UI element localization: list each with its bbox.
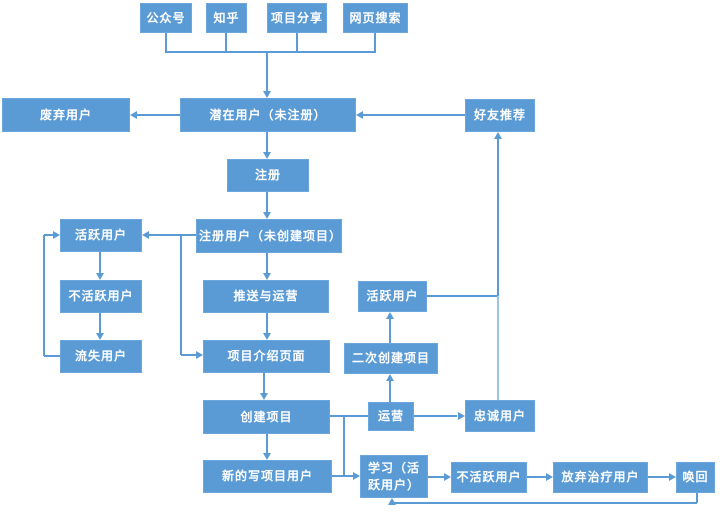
node-create-project[interactable]: 创建项目	[203, 400, 330, 434]
connector-line	[343, 416, 345, 476]
connector-arrowhead	[356, 111, 363, 119]
connector-arrowhead	[386, 312, 394, 319]
connector-line	[527, 476, 546, 478]
connector-line	[44, 355, 60, 357]
connector-line	[296, 33, 298, 52]
connector-arrowhead	[96, 273, 104, 280]
node-abandoned-users[interactable]: 废弃用户	[2, 98, 130, 132]
node-registered-users-no-project[interactable]: 注册用户（未创建项目）	[196, 219, 342, 253]
connector-arrowhead	[388, 498, 396, 505]
connector-line	[99, 252, 101, 273]
connector-line	[99, 313, 101, 333]
connector-line	[389, 319, 391, 343]
connector-line	[263, 373, 265, 393]
connector-arrowhead	[263, 212, 271, 219]
connector-arrowhead	[546, 473, 553, 481]
connector-arrowhead	[444, 473, 451, 481]
connector-arrowhead	[196, 351, 203, 359]
node-web-search[interactable]: 网页搜索	[343, 3, 408, 33]
node-active-users-right[interactable]: 活跃用户	[358, 281, 427, 312]
connector-line	[391, 502, 697, 504]
connector-arrowhead	[494, 132, 502, 139]
connector-line	[165, 33, 167, 52]
connector-line	[43, 235, 45, 356]
connector-line	[374, 33, 376, 52]
connector-line	[648, 476, 669, 478]
node-learning-active-users[interactable]: 学习（活跃用户）	[360, 455, 428, 498]
connector-arrowhead	[96, 333, 104, 340]
node-register[interactable]: 注册	[227, 159, 309, 192]
connector-line	[427, 295, 498, 297]
node-inactive-users-bottom[interactable]: 不活跃用户	[451, 462, 527, 493]
connector-line	[330, 415, 368, 417]
node-zhihu[interactable]: 知乎	[206, 3, 247, 33]
connector-arrowhead	[142, 231, 149, 239]
connector-arrowhead	[263, 273, 271, 280]
node-project-intro-page[interactable]: 项目介绍页面	[203, 340, 330, 373]
node-project-share[interactable]: 项目分享	[267, 3, 327, 33]
connector-line	[266, 132, 268, 152]
connector-arrowhead	[263, 91, 271, 98]
connector-line	[266, 313, 268, 333]
connector-line	[149, 234, 196, 236]
connector-line	[165, 51, 376, 53]
node-second-create-project[interactable]: 二次创建项目	[344, 343, 438, 374]
connector-line	[266, 52, 268, 91]
connector-line	[332, 475, 353, 477]
connector-line	[180, 235, 182, 355]
node-potential-users-unregistered[interactable]: 潜在用户（未注册）	[180, 98, 356, 132]
connector-line	[225, 33, 227, 52]
node-new-writing-project-users[interactable]: 新的写项目用户	[203, 460, 332, 493]
node-push-and-operations[interactable]: 推送与运营	[203, 280, 329, 313]
connector-arrowhead	[458, 412, 465, 420]
connector-line	[428, 476, 444, 478]
connector-arrowhead	[130, 111, 137, 119]
connector-line	[389, 381, 391, 402]
connector-line	[266, 192, 268, 212]
node-loyal-users[interactable]: 忠诚用户	[465, 400, 535, 432]
connector-line	[696, 493, 698, 503]
connector-line	[363, 114, 465, 116]
connector-line	[137, 114, 180, 116]
node-friend-referral[interactable]: 好友推荐	[465, 99, 535, 132]
connector-arrowhead	[263, 152, 271, 159]
node-inactive-users-left[interactable]: 不活跃用户	[60, 280, 142, 313]
connector-arrowhead	[263, 333, 271, 340]
connector-line	[44, 234, 53, 236]
node-active-users-left[interactable]: 活跃用户	[60, 219, 142, 252]
connector-line	[497, 139, 499, 296]
connector-arrowhead	[260, 393, 268, 400]
connector-line	[266, 434, 268, 453]
connector-line	[497, 296, 499, 400]
node-wechat-official-account[interactable]: 公众号	[140, 3, 192, 33]
connector-arrowhead	[669, 473, 676, 481]
node-churned-users[interactable]: 流失用户	[60, 340, 142, 373]
connector-arrowhead	[386, 374, 394, 381]
connector-line	[414, 415, 457, 417]
connector-line	[181, 354, 196, 356]
connector-arrowhead	[263, 453, 271, 460]
connector-arrowhead	[353, 472, 360, 480]
connector-arrowhead	[53, 231, 60, 239]
node-recall[interactable]: 唤回	[676, 462, 715, 493]
node-operations[interactable]: 运营	[368, 402, 414, 431]
connector-line	[266, 253, 268, 273]
node-abandon-treatment-users[interactable]: 放弃治疗用户	[553, 462, 648, 493]
